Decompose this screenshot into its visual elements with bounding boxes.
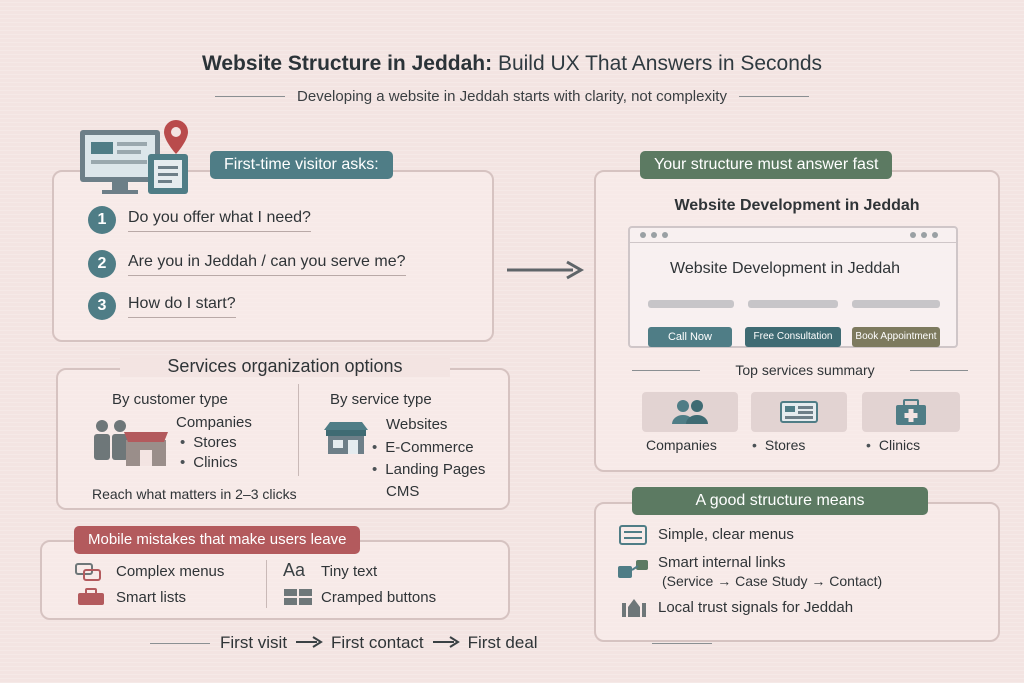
customer-item-stores: Stores — [180, 434, 236, 451]
service-item-cms: CMS — [386, 483, 420, 500]
mistake-complex-menus: Complex menus — [116, 563, 225, 580]
flow-line-left — [150, 643, 210, 644]
question-number-2: 2 — [88, 250, 116, 278]
subtitle-line-left — [215, 96, 286, 97]
good-item-menus: Simple, clear menus — [658, 526, 794, 543]
mockup-toolbar-line — [630, 242, 956, 243]
service-type-title: By service type — [330, 391, 432, 408]
summary-title: Top services summary — [735, 362, 875, 378]
good-structure-label: A good structure means — [632, 487, 928, 515]
customer-item-companies: Companies — [176, 414, 252, 431]
book-appointment-button[interactable]: Book Appointment — [852, 327, 940, 347]
summary-line-left — [632, 370, 700, 371]
complex-menu-icon — [74, 562, 104, 587]
mockup-dots-right — [910, 232, 938, 238]
services-divider — [298, 384, 299, 476]
subtitle-line-right — [738, 96, 809, 97]
summary-item-clinics: Clinics — [866, 437, 920, 453]
question-1: 1 Do you offer what I need? — [88, 206, 311, 234]
stores-icon — [751, 392, 847, 432]
call-now-button[interactable]: Call Now — [648, 327, 732, 347]
mistake-cramped-buttons: Cramped buttons — [321, 589, 437, 606]
storefront-icon — [322, 420, 370, 461]
question-3: 3 How do I start? — [88, 292, 236, 320]
page-subtitle: Developing a website in Jeddah starts wi… — [297, 88, 727, 105]
desktop-location-icon — [78, 118, 198, 198]
menu-icon — [618, 524, 648, 551]
flow-line-right — [652, 643, 712, 644]
good-item-links-detail: (Service → Case Study → Contact) — [662, 573, 883, 589]
service-item-ecommerce: E-Commerce — [372, 439, 473, 456]
page-title: Website Structure in Jeddah: Build UX Th… — [0, 52, 1024, 76]
mockup-bar-1 — [648, 300, 734, 308]
good-item-links: Smart internal links — [658, 554, 786, 571]
good-structure-box — [594, 502, 1000, 642]
mockup-bar-3 — [852, 300, 940, 308]
flow-row: First visit First contact First deal — [220, 633, 538, 653]
smart-list-icon — [76, 588, 106, 611]
mistake-smart-lists: Smart lists — [116, 589, 187, 606]
answer-label: Your structure must answer fast — [640, 151, 893, 179]
mistake-tiny-text: Tiny text — [321, 563, 378, 580]
question-text-1: Do you offer what I need? — [128, 209, 311, 232]
cramped-buttons-icon — [283, 588, 313, 611]
question-text-2: Are you in Jeddah / can you serve me? — [128, 253, 406, 276]
service-item-websites: Websites — [386, 416, 448, 433]
service-item-landing: Landing Pages — [372, 461, 485, 478]
flow-step-visit: First visit — [220, 633, 288, 652]
text-size-icon: Aa — [283, 560, 306, 580]
summary-item-companies: Companies — [646, 437, 717, 453]
landmark-icon — [620, 597, 648, 622]
mobile-mistakes-label: Mobile mistakes that make users leave — [74, 526, 361, 554]
summary-line-right — [910, 370, 968, 371]
mockup-dots-left — [640, 232, 668, 238]
question-text-3: How do I start? — [128, 295, 236, 318]
flow-arrow-1-icon — [295, 633, 323, 653]
clinics-icon — [862, 392, 960, 432]
flow-arrow-2-icon — [432, 633, 460, 653]
flow-step-deal: First deal — [467, 633, 538, 652]
question-2: 2 Are you in Jeddah / can you serve me? — [88, 250, 406, 278]
free-consultation-button[interactable]: Free Consultation — [745, 327, 841, 347]
services-title: Services organization options — [167, 356, 403, 376]
question-number-1: 1 — [88, 206, 116, 234]
title-rest: Build UX That Answers in Seconds — [492, 52, 823, 75]
internal-links-icon — [616, 558, 650, 585]
visitor-label: First-time visitor asks: — [210, 151, 393, 179]
companies-icon — [642, 392, 738, 432]
answer-heading: Website Development in Jeddah — [674, 197, 920, 214]
services-footer: Reach what matters in 2–3 clicks — [92, 486, 297, 502]
mistakes-divider — [266, 560, 267, 608]
flow-step-contact: First contact — [331, 633, 424, 652]
services-title-wrap: Services organization options — [120, 356, 450, 377]
question-number-3: 3 — [88, 292, 116, 320]
arrow-right-icon — [505, 260, 585, 285]
mockup-bar-2 — [748, 300, 838, 308]
title-bold: Website Structure in Jeddah: — [201, 52, 493, 75]
summary-item-stores: Stores — [752, 437, 805, 453]
good-item-trust: Local trust signals for Jeddah — [658, 599, 854, 616]
customer-type-title: By customer type — [112, 391, 228, 408]
mockup-hero-title: Website Development in Jeddah — [670, 260, 901, 277]
visitor-questions-box — [52, 170, 494, 342]
customer-item-clinics: Clinics — [180, 454, 237, 471]
customer-store-icon — [88, 418, 170, 473]
subtitle-row: Developing a website in Jeddah starts wi… — [0, 88, 1024, 105]
